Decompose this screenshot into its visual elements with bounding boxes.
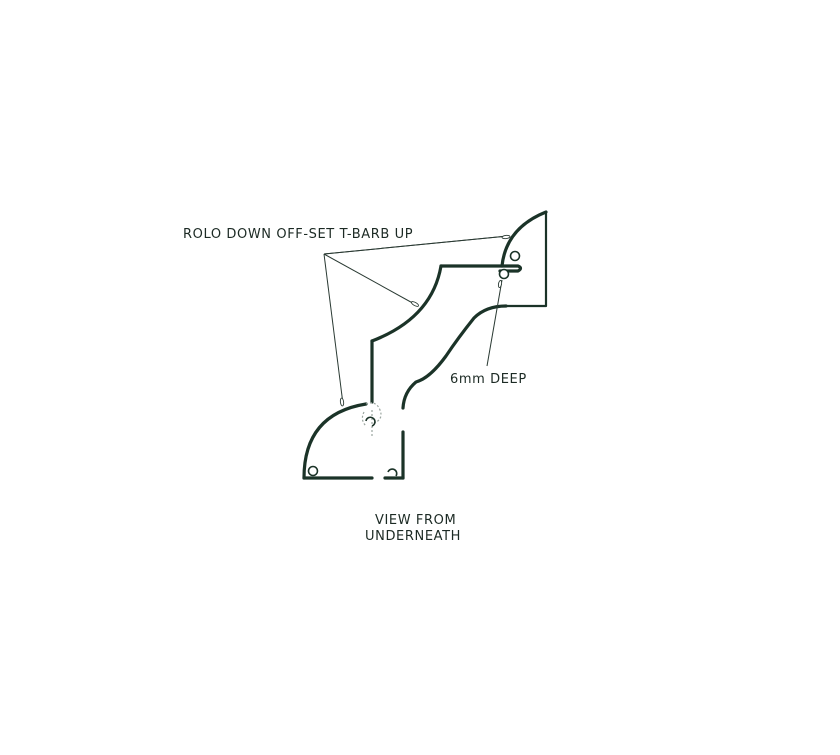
lower-left-bracket [302,402,405,480]
depth-leader [486,279,503,367]
upper-right-bracket [500,210,548,308]
hole-under-ledge [498,268,510,280]
rolo-label: ROLO DOWN OFF-SET T-BARB UP [183,227,413,242]
main-profile [370,264,523,404]
s-curve-channel [401,304,508,480]
hole-lower-left [307,465,319,477]
hole-lower-right [387,468,398,477]
view-label-line1: VIEW FROM [375,513,456,528]
holes [307,250,521,477]
leader-lines [323,234,511,407]
view-label-line2: UNDERNEATH [365,529,461,544]
hole-lower-inner [365,416,376,427]
depth-label: 6mm DEEP [450,372,527,387]
faded-region [361,402,382,438]
hole-upper-right [509,250,521,262]
